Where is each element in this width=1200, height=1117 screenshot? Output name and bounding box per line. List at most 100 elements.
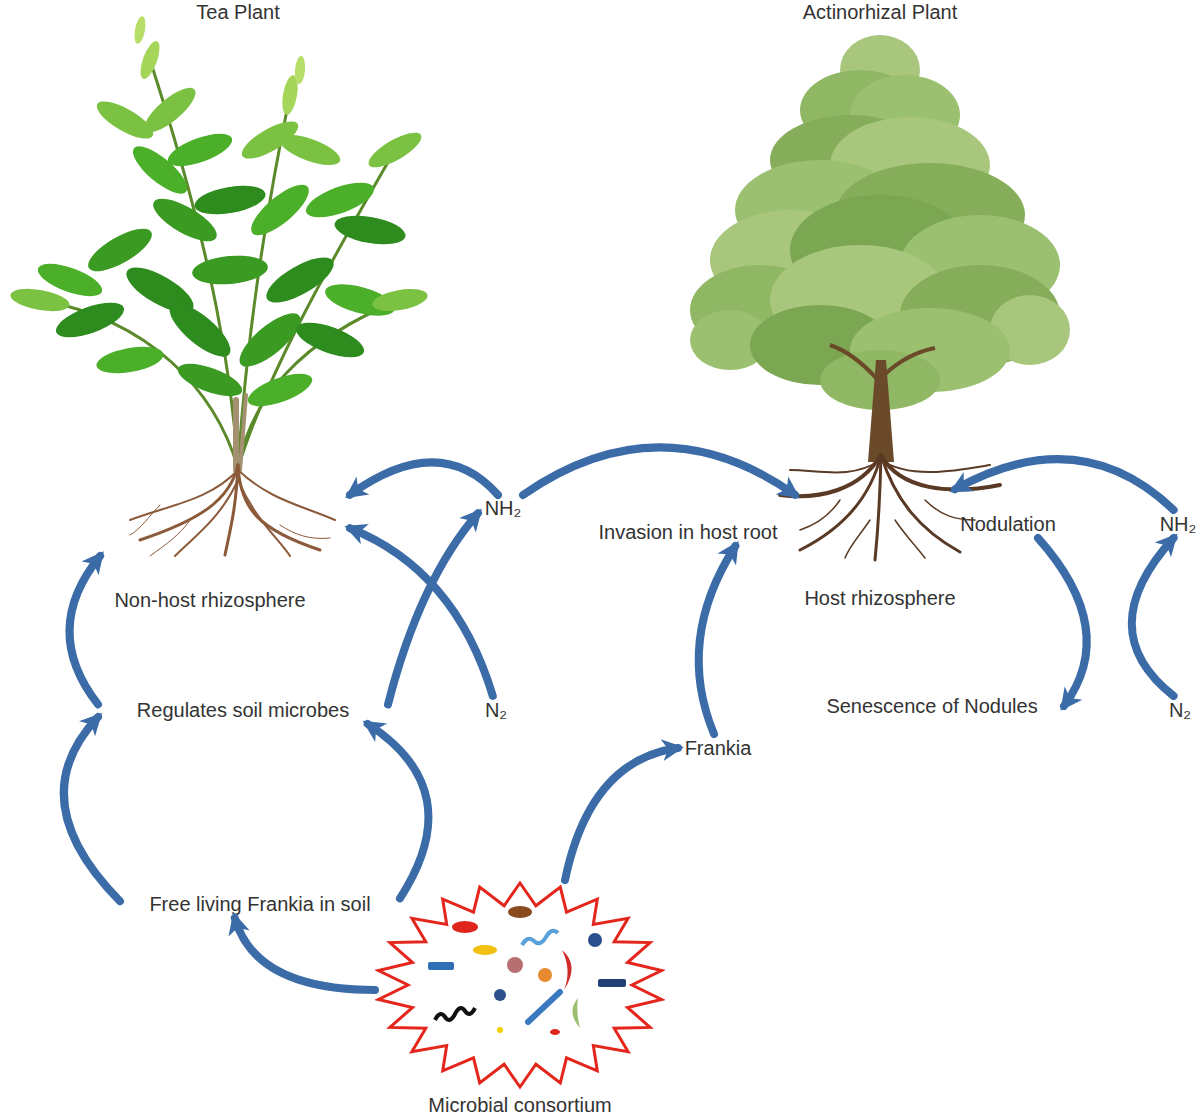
microbes-part — [528, 992, 560, 1022]
microbes-part — [550, 1029, 560, 1035]
tea-plant-leaves-part — [244, 367, 316, 413]
flow-arrow — [368, 724, 429, 898]
tea-plant: Tea Plant — [10, 0, 350, 556]
tea-plant-roots-part — [150, 520, 190, 556]
tea-plant-roots-part — [130, 470, 238, 520]
tree-roots-part — [800, 455, 881, 550]
node-text: Senescence of Nodules — [826, 694, 1037, 718]
tea-plant-leaves-part — [137, 39, 164, 81]
region-label: Non-host rhizosphere — [60, 588, 360, 612]
node-text: NH₂ — [1160, 512, 1197, 536]
node-text: N₂ — [1169, 698, 1191, 722]
flow-arrow — [523, 447, 795, 495]
text-holder: Tea Plant — [178, 0, 298, 24]
process-step: Nodulation — [958, 510, 1058, 538]
microbes-part — [562, 950, 572, 990]
microbes-part — [473, 945, 497, 955]
node-text: NH₂ — [485, 496, 522, 520]
tea-plant-leaves-part — [192, 181, 267, 219]
tea-plant-leaves-part — [276, 129, 344, 172]
node-text: N₂ — [485, 698, 507, 722]
organism-label: Frankia — [678, 734, 758, 762]
tea-plant-roots — [130, 465, 335, 556]
tea-plant-leaves-part — [92, 94, 158, 145]
tree-roots-part — [845, 520, 870, 558]
flow-arrow — [565, 748, 678, 880]
microbes-part — [538, 968, 552, 982]
microbes-part — [507, 957, 523, 973]
compound-label: N₂ — [1164, 696, 1196, 724]
node-text: Actinorhizal Plant — [780, 0, 980, 24]
tea-plant-leaves-part — [294, 56, 306, 85]
tea-plant-leaves-part — [232, 305, 308, 375]
tea-plant-leaves-part — [244, 177, 316, 243]
microbes-part — [452, 921, 478, 933]
flow-arrow — [388, 513, 478, 704]
node-text: Microbial consortium — [375, 1093, 665, 1117]
actinorhizal-plant: Actinorhizal Plant — [795, 0, 955, 556]
starburst-outline — [375, 880, 665, 1117]
tea-plant-roots-part — [280, 525, 330, 538]
tree-roots-part — [881, 455, 1000, 490]
tea-plant-roots-part — [140, 465, 238, 540]
flow-arrow — [70, 556, 101, 704]
microbes-part — [598, 979, 626, 987]
compound-label: NH₂ — [1156, 510, 1200, 538]
tree-roots-part — [881, 460, 990, 472]
tea-plant-stems-part — [240, 395, 246, 470]
microbes-part — [494, 989, 506, 1001]
microbes-part — [508, 906, 532, 918]
flow-arrow — [1132, 538, 1174, 696]
tea-plant-leaves-part — [332, 211, 407, 249]
process-step: Invasion in host root — [585, 518, 791, 546]
tree-roots-part — [881, 455, 960, 552]
microbes-part — [588, 933, 602, 947]
tree-trunk-part — [830, 345, 878, 380]
node-text: Frankia — [685, 736, 752, 760]
tree-roots-part — [875, 455, 881, 560]
tea-plant-stems — [40, 60, 400, 470]
tea-plant-leaves-part — [260, 249, 340, 311]
node-text: Invasion in host root — [599, 520, 778, 544]
flow-arrow — [64, 717, 120, 901]
tree-roots — [780, 455, 1000, 560]
flow-arrow — [235, 918, 375, 990]
node-text: Tea Plant — [178, 0, 298, 24]
tea-plant-leaves-part — [126, 139, 194, 201]
tea-plant-roots-part — [175, 480, 238, 556]
tree-roots-part — [800, 500, 840, 530]
tree-roots-part — [895, 520, 925, 558]
flow-arrow — [350, 528, 493, 696]
flow-arrow — [1038, 538, 1087, 706]
flow-arrow — [350, 462, 498, 495]
text-holder: Actinorhizal Plant — [780, 0, 980, 24]
tea-plant-leaves-part — [147, 191, 222, 250]
microbes-part — [522, 931, 558, 945]
microbes-part — [435, 1008, 475, 1020]
compound-label: N₂ — [480, 696, 512, 724]
tea-plant-leaves-part — [191, 253, 269, 288]
node-text: Nodulation — [960, 512, 1056, 536]
flow-arrow — [955, 459, 1174, 510]
starburst-node: Microbial consortium — [375, 880, 665, 1117]
tea-plant-leaves-part — [292, 315, 369, 364]
tea-plant-leaves-part — [364, 126, 426, 173]
tea-plant-stems-part — [238, 300, 400, 468]
microbes-part — [572, 998, 580, 1028]
tea-plant-roots-part — [130, 505, 160, 535]
microbes-part — [428, 962, 454, 970]
tree-roots-part — [790, 460, 881, 473]
node-text: Regulates soil microbes — [137, 698, 349, 722]
node-text: Free living Frankia in soil — [149, 892, 370, 916]
tea-plant-leaves-part — [9, 285, 72, 315]
tea-plant-leaves-part — [162, 295, 238, 365]
tree-canopy — [690, 35, 1070, 410]
tea-plant-leaves-part — [371, 285, 430, 314]
process-step: Regulates soil microbes — [98, 696, 388, 724]
tree-trunk — [830, 345, 935, 462]
tree-trunk-part — [884, 348, 935, 375]
organism-label: Free living Frankia in soil — [120, 890, 400, 918]
